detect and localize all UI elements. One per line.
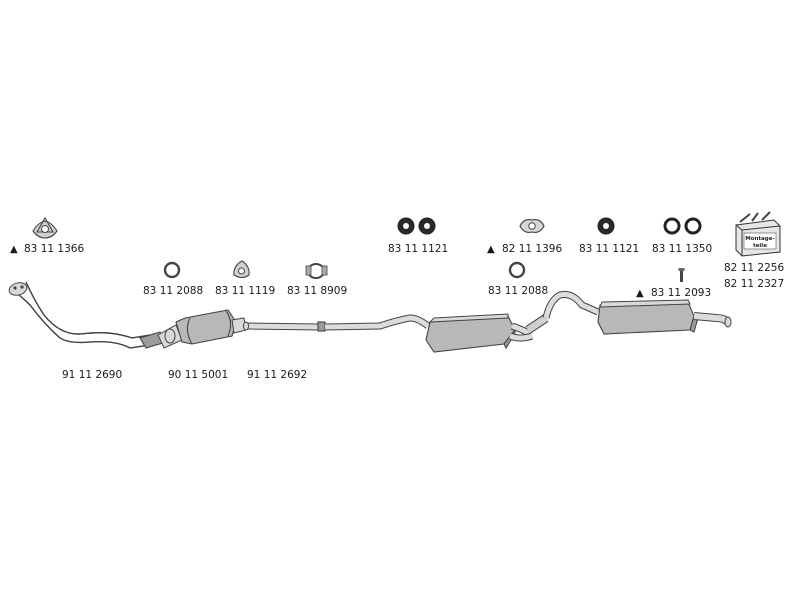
ring-gasket-a-icon [163,261,181,279]
rubber-hanger-pair-a-icon [397,217,436,235]
triangle-marker: ▲ [487,244,495,255]
rubber-hanger-pair-b-icon [597,217,615,235]
triangle-marker: ▲ [636,288,644,299]
mounting-kit-box-icon: Montage- teile [735,211,781,257]
bracket-icon [678,268,685,282]
rear-muffler-part [525,291,732,335]
center-muffler-part [324,313,534,353]
clamp-icon [305,263,328,279]
part-label-rubber-hanger-a: 83 11 1121 [388,243,448,255]
part-label-ring-gasket-b: 83 11 2088 [488,285,548,297]
part-label-gasket-3hole: 83 11 1119 [215,285,275,297]
part-label-bracket: 83 11 2093 [651,287,711,299]
part-label-rubber-ring-pair: 83 11 1350 [652,243,712,255]
flange-gasket-icon [32,216,58,239]
part-label-front-pipe: 91 11 2690 [62,369,122,381]
kit-box-label: Montage- [745,236,774,242]
part-label-middle-pipe: 91 11 2692 [247,369,307,381]
part-label-mounting-kit-b: 82 11 2327 [724,278,784,290]
svg-text:teile: teile [753,243,767,249]
part-label-flange-gasket: 83 11 1366 [24,243,84,255]
part-label-rubber-hanger-b: 83 11 1121 [579,243,639,255]
ring-gasket-b-icon [508,261,526,279]
part-label-clamp: 83 11 8909 [287,285,347,297]
part-label-catalytic-converter: 90 11 5001 [168,369,228,381]
gasket-3hole-icon [233,260,250,279]
rubber-ring-pair-icon [663,217,702,235]
triangle-marker: ▲ [10,244,18,255]
flange-gasket-b-icon [519,219,545,233]
part-label-flange-gasket-b: 82 11 1396 [502,243,562,255]
catalytic-converter-part [157,309,247,349]
part-label-ring-gasket-a: 83 11 2088 [143,285,203,297]
middle-pipe-part [243,321,326,332]
part-label-mounting-kit-a: 82 11 2256 [724,262,784,274]
